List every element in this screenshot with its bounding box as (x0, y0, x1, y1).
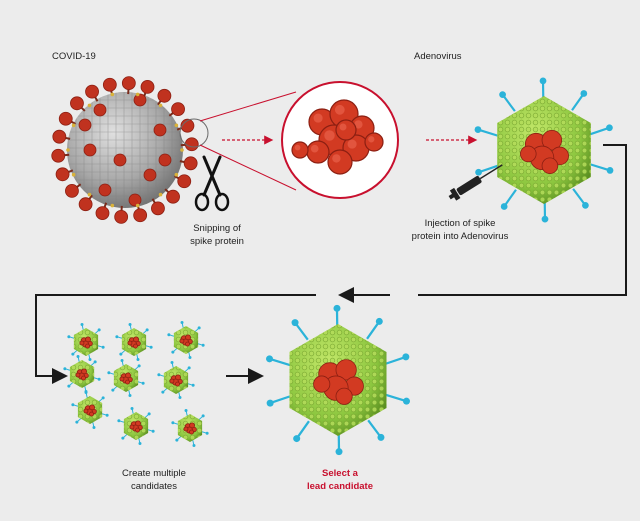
covid-virus-illustration (52, 77, 199, 224)
adenovirus-illustration (475, 78, 614, 223)
candidate-virus (167, 321, 204, 359)
create-candidates-label: Create multiple candidates (104, 467, 204, 493)
injection-label-line2: protein into Adenovirus (400, 230, 520, 243)
zoomed-spike-protein (282, 82, 398, 198)
lead-candidate-illustration (266, 305, 410, 455)
scissors-icon (196, 157, 228, 210)
create-label-line2: candidates (104, 480, 204, 493)
snipping-label: Snipping of spike protein (182, 222, 252, 248)
lead-candidate-label: Select a lead candidate (290, 467, 390, 493)
injection-label-line1: Injection of spike (400, 217, 520, 230)
covid-label: COVID-19 (52, 50, 96, 63)
create-label-line1: Create multiple (104, 467, 204, 480)
injection-label: Injection of spike protein into Adenovir… (400, 217, 520, 243)
zoom-line-top (200, 92, 296, 121)
candidate-virus (117, 407, 154, 445)
lead-label-line2: lead candidate (290, 480, 390, 493)
candidate-virus (157, 361, 194, 399)
candidate-virus (171, 409, 208, 447)
candidate-virus (107, 359, 144, 397)
candidate-virus (71, 391, 108, 429)
lead-label-line1: Select a (290, 467, 390, 480)
candidate-grid (63, 321, 208, 447)
snipping-label-line2: spike protein (182, 235, 252, 248)
snipping-label-line1: Snipping of (182, 222, 252, 235)
candidate-virus (63, 355, 100, 393)
candidate-virus (115, 323, 152, 361)
candidate-virus (67, 323, 104, 361)
adenovirus-label: Adenovirus (414, 50, 462, 63)
